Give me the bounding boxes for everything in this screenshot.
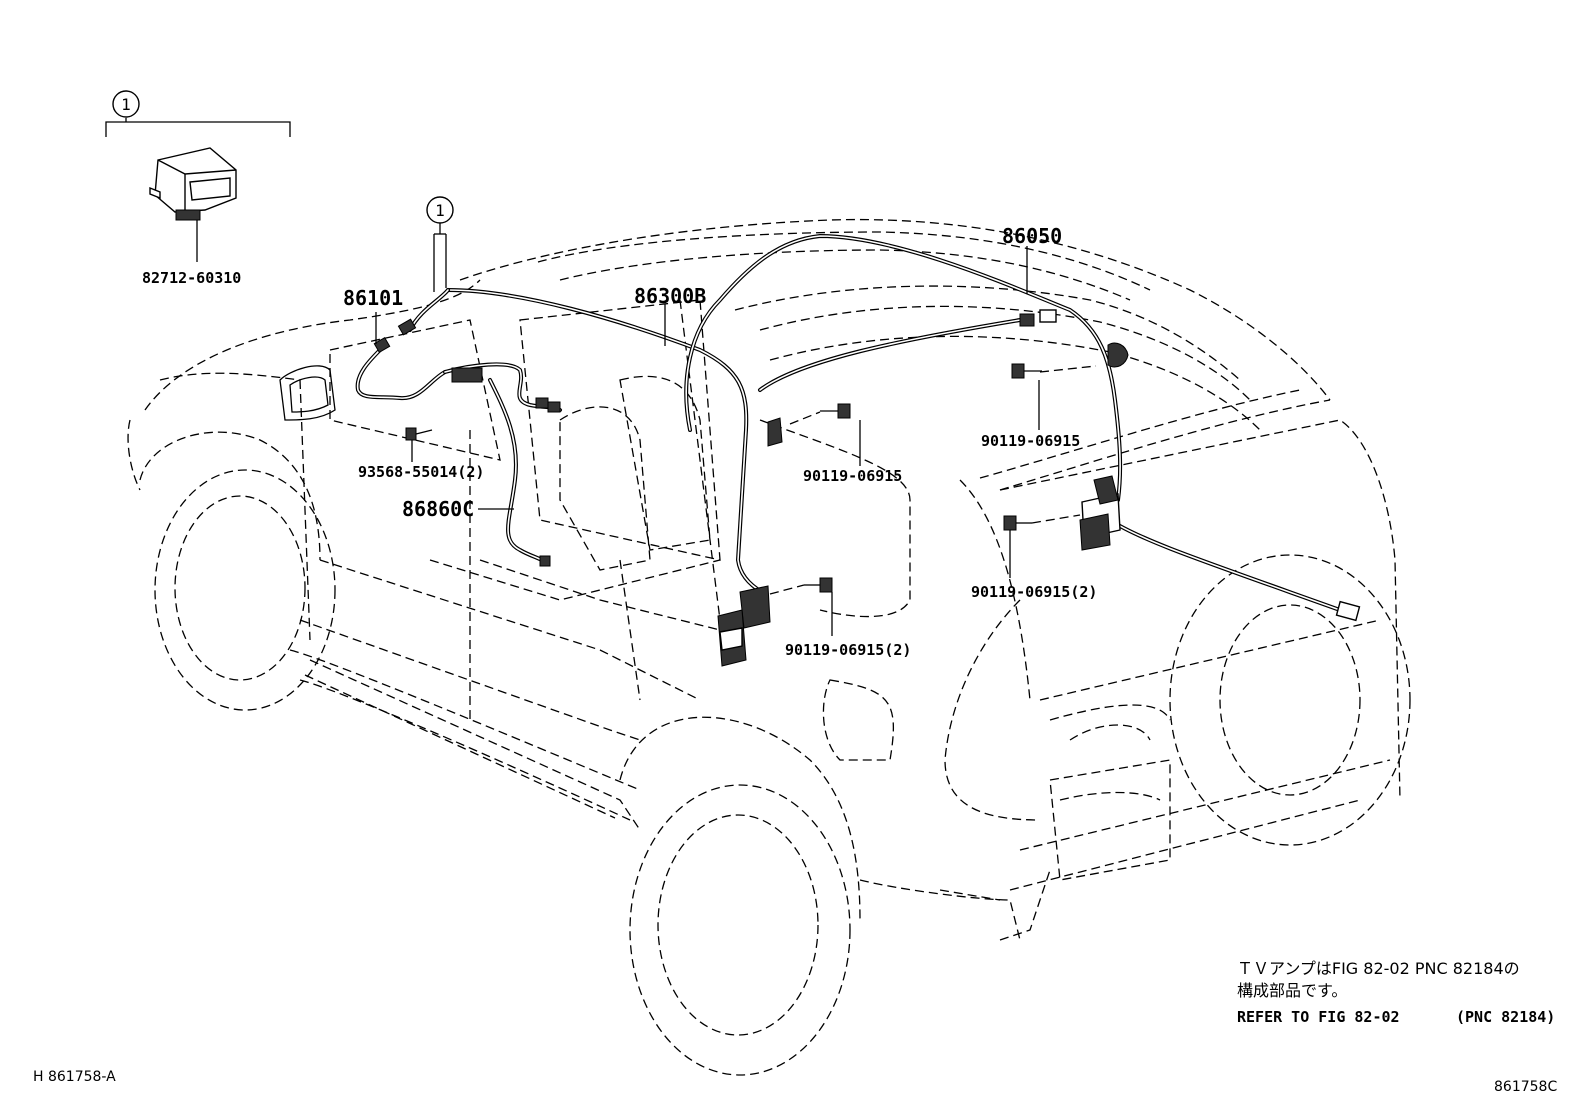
callout-ref-1-mid: 1 — [426, 196, 454, 224]
callout-number: 1 — [435, 201, 445, 220]
bolts — [405, 363, 1042, 593]
leader-lines — [105, 118, 1097, 636]
part-number-86101: 86101 — [343, 286, 403, 310]
part-labels: 82712-60310 86101 86300B 86050 93568-550… — [142, 224, 1097, 659]
note-line-2: 構成部品です。 — [1237, 981, 1347, 1000]
note-line-3-ref: REFER TO FIG 82-02 — [1237, 1008, 1400, 1026]
junction-block-part — [149, 147, 237, 221]
callout-ref-1-top: 1 — [112, 90, 140, 118]
note-line-3-pnc: (PNC 82184) — [1456, 1008, 1555, 1026]
part-number-82712: 82712-60310 — [142, 269, 241, 287]
bolt-90119-b — [1011, 363, 1042, 379]
figure-code-left: H 861758-A — [33, 1069, 116, 1085]
part-number-90119-b: 90119-06915 — [981, 432, 1080, 450]
screw-93568 — [405, 427, 433, 441]
figure-code-right: 861758C — [1494, 1079, 1557, 1095]
part-number-90119-d: 90119-06915(2) — [785, 641, 911, 659]
bolt-90119-d — [804, 577, 833, 593]
part-number-90119-c: 90119-06915(2) — [971, 583, 1097, 601]
part-number-86300b: 86300B — [634, 284, 706, 308]
bolt-90119-c — [1003, 515, 1032, 531]
connectors — [149, 147, 1361, 667]
callout-number: 1 — [121, 95, 131, 114]
note-line-1: ＴＶアンプはFIG 82-02 PNC 82184の — [1237, 959, 1520, 978]
part-number-93568: 93568-55014(2) — [358, 463, 484, 481]
part-number-86050: 86050 — [1002, 224, 1062, 248]
vehicle-outline — [127, 218, 1411, 1076]
reference-note: ＴＶアンプはFIG 82-02 PNC 82184の 構成部品です。 REFER… — [1237, 959, 1555, 1026]
part-number-86860c: 86860C — [402, 497, 474, 521]
bolt-90119-a — [820, 403, 851, 419]
wiring-harness — [355, 234, 1342, 612]
part-number-90119-a: 90119-06915 — [803, 467, 902, 485]
